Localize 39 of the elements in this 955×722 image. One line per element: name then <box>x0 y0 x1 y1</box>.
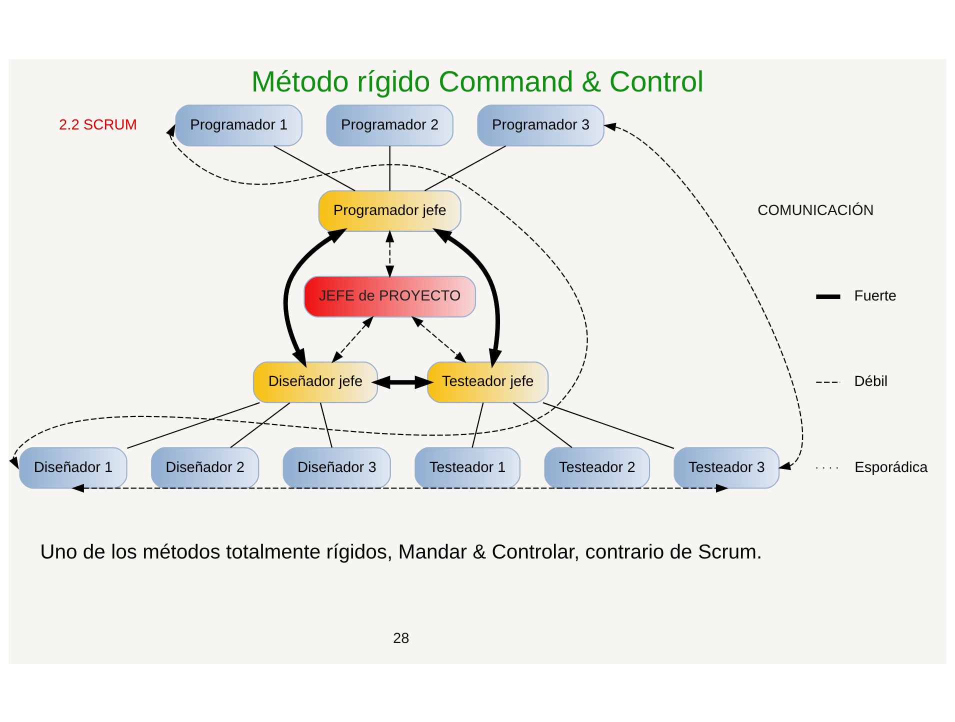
node-box: Programador 2 <box>326 104 454 146</box>
legend-label: Fuerte <box>854 288 897 304</box>
legend-label: Débil <box>854 374 888 390</box>
node-box: Testeador 2 <box>544 446 650 488</box>
node-box: JEFE de PROYECTO <box>304 275 476 318</box>
legend-label: Esporádica <box>854 459 928 476</box>
node-box: Programador 3 <box>477 104 604 146</box>
connector <box>542 402 674 448</box>
node-box: Testeador 1 <box>414 446 521 488</box>
node-box: Testeador jefe <box>427 361 549 403</box>
node-box: Testeador 3 <box>674 446 780 488</box>
connector <box>389 145 390 190</box>
connector <box>127 402 260 448</box>
diagram-title: Método rígido Command & Control <box>251 64 704 98</box>
arrow <box>9 123 588 469</box>
node-box: Diseñador 2 <box>151 446 260 488</box>
arrow <box>332 315 374 363</box>
caption: Uno de los métodos totalmente rígidos, Mandar & Controlar, contrario de Scrum. <box>40 541 762 564</box>
node-box: Diseñador 1 <box>19 446 128 488</box>
arrow <box>386 229 394 278</box>
node-box: Programador jefe <box>318 190 462 232</box>
connector <box>274 144 356 191</box>
node-box: Diseñador 3 <box>282 446 391 488</box>
node-box: Programador 1 <box>175 104 303 146</box>
arrow <box>603 122 803 470</box>
connector <box>512 402 572 448</box>
arrow <box>411 316 467 363</box>
arrow <box>432 228 502 368</box>
node-box: Diseñador jefe <box>252 361 378 403</box>
label: 2.2 SCRUM <box>59 116 138 133</box>
arrow <box>72 483 728 492</box>
connector <box>424 144 506 191</box>
connector <box>230 402 290 448</box>
label: COMUNICACIÓN <box>758 202 874 218</box>
connector <box>320 402 332 448</box>
arrow <box>370 375 434 389</box>
arrow <box>283 228 348 368</box>
connector <box>472 402 484 448</box>
label: 28 <box>392 630 410 647</box>
